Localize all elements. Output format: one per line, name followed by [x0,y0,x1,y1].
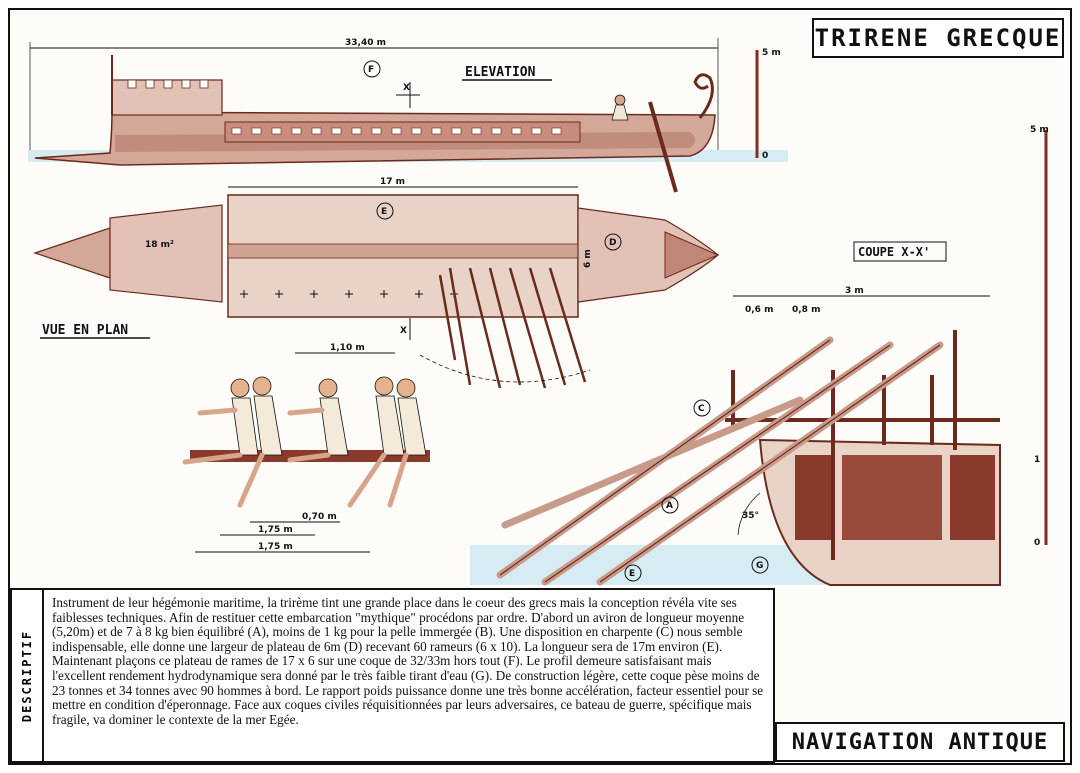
stern-deck-plan [109,204,223,303]
marker-x-plan: X [400,326,407,336]
area-label: 18 m² [145,240,174,250]
description-text: Instrument de leur hégémonie maritime, l… [52,595,764,727]
section-width-label: 3 m [845,286,864,296]
angle-arc [737,492,761,536]
marker-e-circle [376,202,394,220]
description-label: DESCRIPTIF [20,629,34,722]
footer-title: NAVIGATION ANTIQUE [775,722,1065,762]
helmsman-body [611,104,629,121]
elevation-view: 33,40 m [28,38,788,193]
marker-e2: E [629,569,635,579]
section-view: COUPE X-X' 3 m 0,6 m 0,8 m 35° C [470,125,1049,586]
marker-e: E [381,207,387,217]
castle-crenels [127,79,209,89]
elevation-label: ELEVATION [465,65,536,80]
ram-plan [664,231,720,279]
section-scale-mid: 1 [1034,455,1040,465]
section-a-label: 0,6 m [745,305,773,315]
stern-plan [33,227,111,279]
elevation-scale-zero: 0 [762,151,768,161]
description-panel: DESCRIPTIF Instrument de leur hégémonie … [10,588,775,763]
marker-e2-circle [624,564,642,582]
rowers-span-label: 1,10 m [330,343,365,353]
center-gangway [227,243,579,259]
deck-length-label: 17 m [380,177,405,187]
marker-c-circle [693,399,711,417]
section-label-box [853,241,947,262]
steering-oar [648,101,678,193]
section-b-label: 0,8 m [792,305,820,315]
plate-width-label: 6 m [583,249,593,268]
elevation-scale-top: 5 m [762,48,781,58]
marker-d: D [609,238,616,248]
row-pitch-b-label: 1,75 m [258,542,293,552]
marker-f: F [368,65,374,75]
marker-g: G [756,561,763,571]
rower-positions [240,290,458,298]
description-side-label: DESCRIPTIF [12,590,44,761]
page-title: TRIRENE GRECQUE [812,18,1064,58]
helmsman-figure [614,94,626,106]
hull-compartment [950,455,995,540]
section-oars [496,336,944,586]
marker-d-circle [604,233,622,251]
hull-length-label: 33,40 m [345,38,386,48]
hull-compartment [795,455,835,540]
oar-ports [231,127,562,135]
oar-fan [438,267,587,389]
section-scale-zero: 0 [1034,538,1040,548]
marker-f-circle [363,60,381,78]
oar-gallery [224,121,581,143]
hull-compartment [842,455,942,540]
plan-view: 17 m 18 m² E D 6 m [33,177,720,389]
marker-a: A [666,501,673,511]
seat-gap-label: 0,70 m [302,512,337,522]
oar-arc [419,354,591,383]
plan-label: VUE EN PLAN [42,323,128,338]
section-label: COUPE X-X' [858,245,930,259]
angle-label: 35° [742,511,759,521]
marker-c: C [698,404,705,414]
marker-g-circle [751,556,769,574]
marker-x-elev: X [403,83,410,93]
marker-a-circle [661,496,679,514]
row-pitch-a-label: 1,75 m [258,525,293,535]
section-scale-top: 5 m [1030,125,1049,135]
rower-figures [182,376,427,508]
rowers-view: 1,10 m 0,70 m 1,75 m 1,75 m [182,343,430,553]
prow-ornament [693,73,714,119]
